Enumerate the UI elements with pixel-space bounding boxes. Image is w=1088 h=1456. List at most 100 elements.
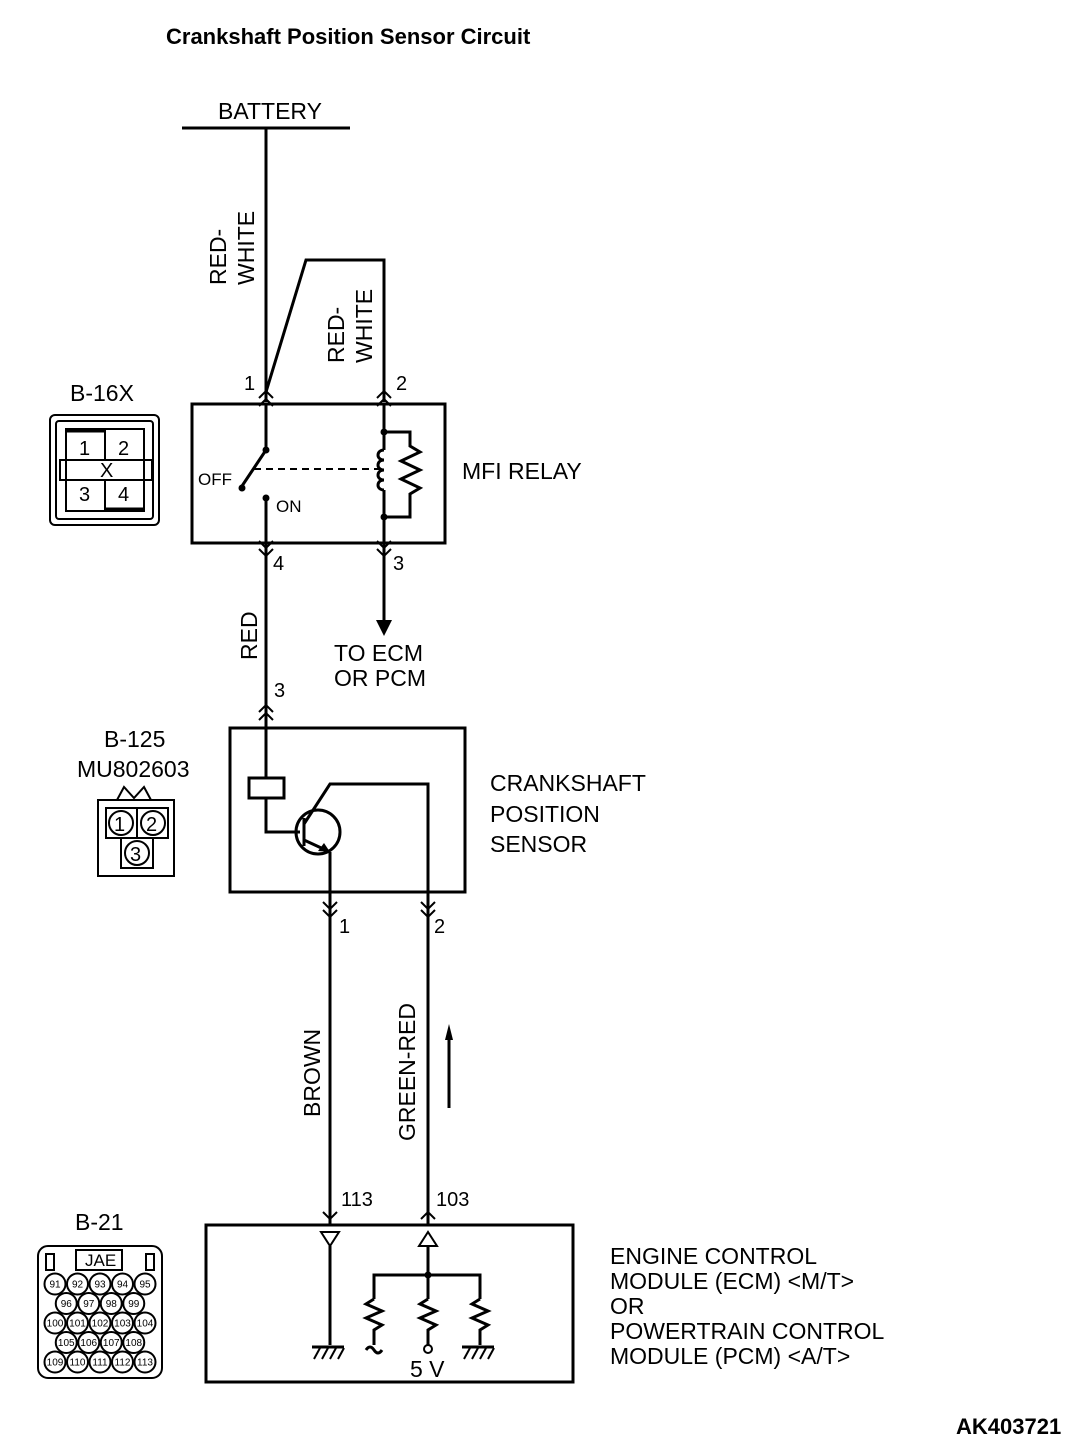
sensor-name-3: SENSOR	[490, 831, 587, 857]
connector-b21-pin-circle	[111, 1350, 134, 1374]
wire-label-red-white-2-line2: WHITE	[351, 289, 377, 363]
relay-off-label: OFF	[198, 470, 232, 489]
relay-output-label-1: TO ECM	[334, 640, 423, 666]
connector-b21-pin-circle	[99, 1331, 123, 1354]
ecm-pin-113: 113	[341, 1189, 373, 1211]
connector-b16x-pin-2: 2	[118, 438, 129, 460]
connector-b21-pin-label: 100	[47, 1319, 64, 1330]
ecm-name-1: ENGINE CONTROL	[610, 1243, 817, 1269]
figure-id: AK403721	[956, 1414, 1061, 1439]
wire-label-red-white-1-line2: WHITE	[233, 211, 259, 285]
connector-b125: B-125 MU802603 1 2 3	[77, 726, 190, 877]
connector-b21-pin-label: 106	[80, 1338, 97, 1349]
connector-b21-pin-circle	[133, 1311, 157, 1335]
connector-b21-pin-label: 96	[61, 1299, 73, 1310]
relay-pin-2: 2	[396, 373, 407, 395]
connector-b21-pin-circle	[66, 1311, 89, 1335]
connector-b21-pin-circle	[133, 1350, 157, 1374]
connector-b21-pin-circle	[43, 1272, 67, 1296]
connector-b21-pin-label: 111	[92, 1358, 108, 1369]
connector-b21-pin-circle	[77, 1331, 101, 1354]
connector-b21-pin-circle	[66, 1350, 89, 1374]
connector-b21-pin-label: 93	[94, 1280, 106, 1291]
connector-b21-pin-label: 102	[92, 1319, 109, 1330]
connector-b21-pin-label: 104	[137, 1319, 154, 1330]
ecm-input-103-triangle	[417, 1230, 439, 1247]
sensor-name-2: POSITION	[490, 801, 600, 827]
diagram-title: Crankshaft Position Sensor Circuit	[166, 24, 531, 49]
wire-label-green-red: GREEN-RED	[394, 1003, 420, 1141]
connector-b21-pin-label: 113	[137, 1358, 153, 1369]
connector-b21-pin-circle	[88, 1350, 112, 1374]
connector-b125-pin-2: 2	[146, 814, 157, 836]
ecm-terminal-103-chevron	[420, 1210, 436, 1220]
wire-sensor-ecm-green-red: GREEN-RED	[394, 892, 453, 1225]
relay-pin-1: 1	[244, 373, 255, 395]
connector-b16x-x-mark: X	[100, 460, 113, 482]
connector-b21-pin-circle	[111, 1311, 134, 1335]
relay-coil	[376, 404, 424, 543]
connector-b21-pin-label: 103	[114, 1319, 131, 1330]
connector-b16x-pin-1: 1	[79, 438, 90, 460]
relay-switch: OFF ON	[198, 404, 382, 543]
connector-b21-pin-label: 97	[83, 1299, 95, 1310]
transistor-emitter-arrow	[318, 843, 330, 852]
sensor-pin-1: 1	[339, 916, 350, 938]
connector-b21-brand: JAE	[85, 1251, 116, 1270]
relay-terminal-1-chevron	[258, 389, 274, 399]
connector-b125-part: MU802603	[77, 756, 190, 782]
connector-b21-pin-label: 95	[139, 1280, 151, 1291]
connector-b21-pin-circle	[111, 1272, 134, 1296]
wire-label-red-white-1: RED- WHITE	[205, 211, 259, 285]
wire-label-red: RED	[236, 611, 262, 660]
sensor-terminal-3-chevron	[258, 703, 274, 713]
connector-b21-pin-label: 91	[49, 1280, 61, 1291]
wire-label-red-white-2-line1: RED-	[323, 307, 349, 363]
wire-battery-relay-1: RED- WHITE	[205, 128, 268, 402]
connector-b125-id: B-125	[104, 726, 165, 752]
relay-output-arrow	[376, 620, 392, 636]
sensor-pin-2: 2	[434, 916, 445, 938]
battery: BATTERY	[182, 98, 350, 130]
connector-b21-pin-circle	[54, 1292, 78, 1315]
connector-b21-pin-label: 110	[70, 1358, 86, 1369]
ecm-name-5: MODULE (PCM) <A/T>	[610, 1343, 850, 1369]
ecm-name-4: POWERTRAIN CONTROL	[610, 1318, 885, 1344]
connector-b21-pin-circle	[122, 1331, 146, 1354]
relay-pin-4: 4	[273, 553, 284, 575]
connector-b21-pin-circle	[122, 1292, 146, 1315]
wire-sensor-ecm-brown: BROWN	[299, 892, 332, 1225]
ecm-name-2: MODULE (ECM) <M/T>	[610, 1268, 854, 1294]
wire-label-red-white-2: RED- WHITE	[323, 289, 377, 363]
connector-b21-pin-label: 107	[103, 1338, 120, 1349]
ecm-pin-103: 103	[436, 1189, 469, 1211]
connector-b16x: B-16X X 1 2 3 4	[49, 380, 160, 526]
wire-battery-relay-2: RED- WHITE	[264, 258, 386, 402]
connector-b21-pin-label: 105	[58, 1338, 75, 1349]
relay-terminal-2-chevron	[376, 389, 392, 399]
relay-output-label-2: OR PCM	[334, 665, 426, 691]
connector-b125-pin-1: 1	[114, 814, 125, 836]
relay-on-label: ON	[276, 497, 302, 516]
relay-name: MFI RELAY	[462, 458, 582, 484]
wire-label-red-white-1-line1: RED-	[205, 229, 231, 285]
connector-b21-pin-label: 112	[115, 1358, 131, 1369]
connector-b21-pin-circle	[88, 1272, 112, 1296]
sensor-terminal-3-chevron-b	[258, 711, 274, 721]
connector-b16x-id: B-16X	[70, 380, 134, 406]
connector-b21-pin-label: 109	[47, 1358, 64, 1369]
connector-b21-pin-label: 92	[72, 1280, 84, 1291]
connector-b16x-pin-3: 3	[79, 484, 90, 506]
connector-b16x-pin-4: 4	[118, 484, 129, 506]
connector-b21-pin-label: 98	[106, 1299, 118, 1310]
connector-b125-pin-3: 3	[130, 844, 141, 866]
ecm-input-113-triangle	[319, 1231, 341, 1248]
sensor-name-1: CRANKSHAFT	[490, 770, 646, 796]
connector-b21-pin-label: 94	[117, 1280, 129, 1291]
ecm-terminal-113-chevron	[322, 1211, 338, 1221]
crankshaft-position-sensor: 3 CRANKSHAFT POSITION SENSOR 1 2	[228, 680, 646, 938]
connector-b21-pin-circle	[54, 1331, 78, 1354]
sensor-input-pin: 3	[274, 680, 285, 702]
